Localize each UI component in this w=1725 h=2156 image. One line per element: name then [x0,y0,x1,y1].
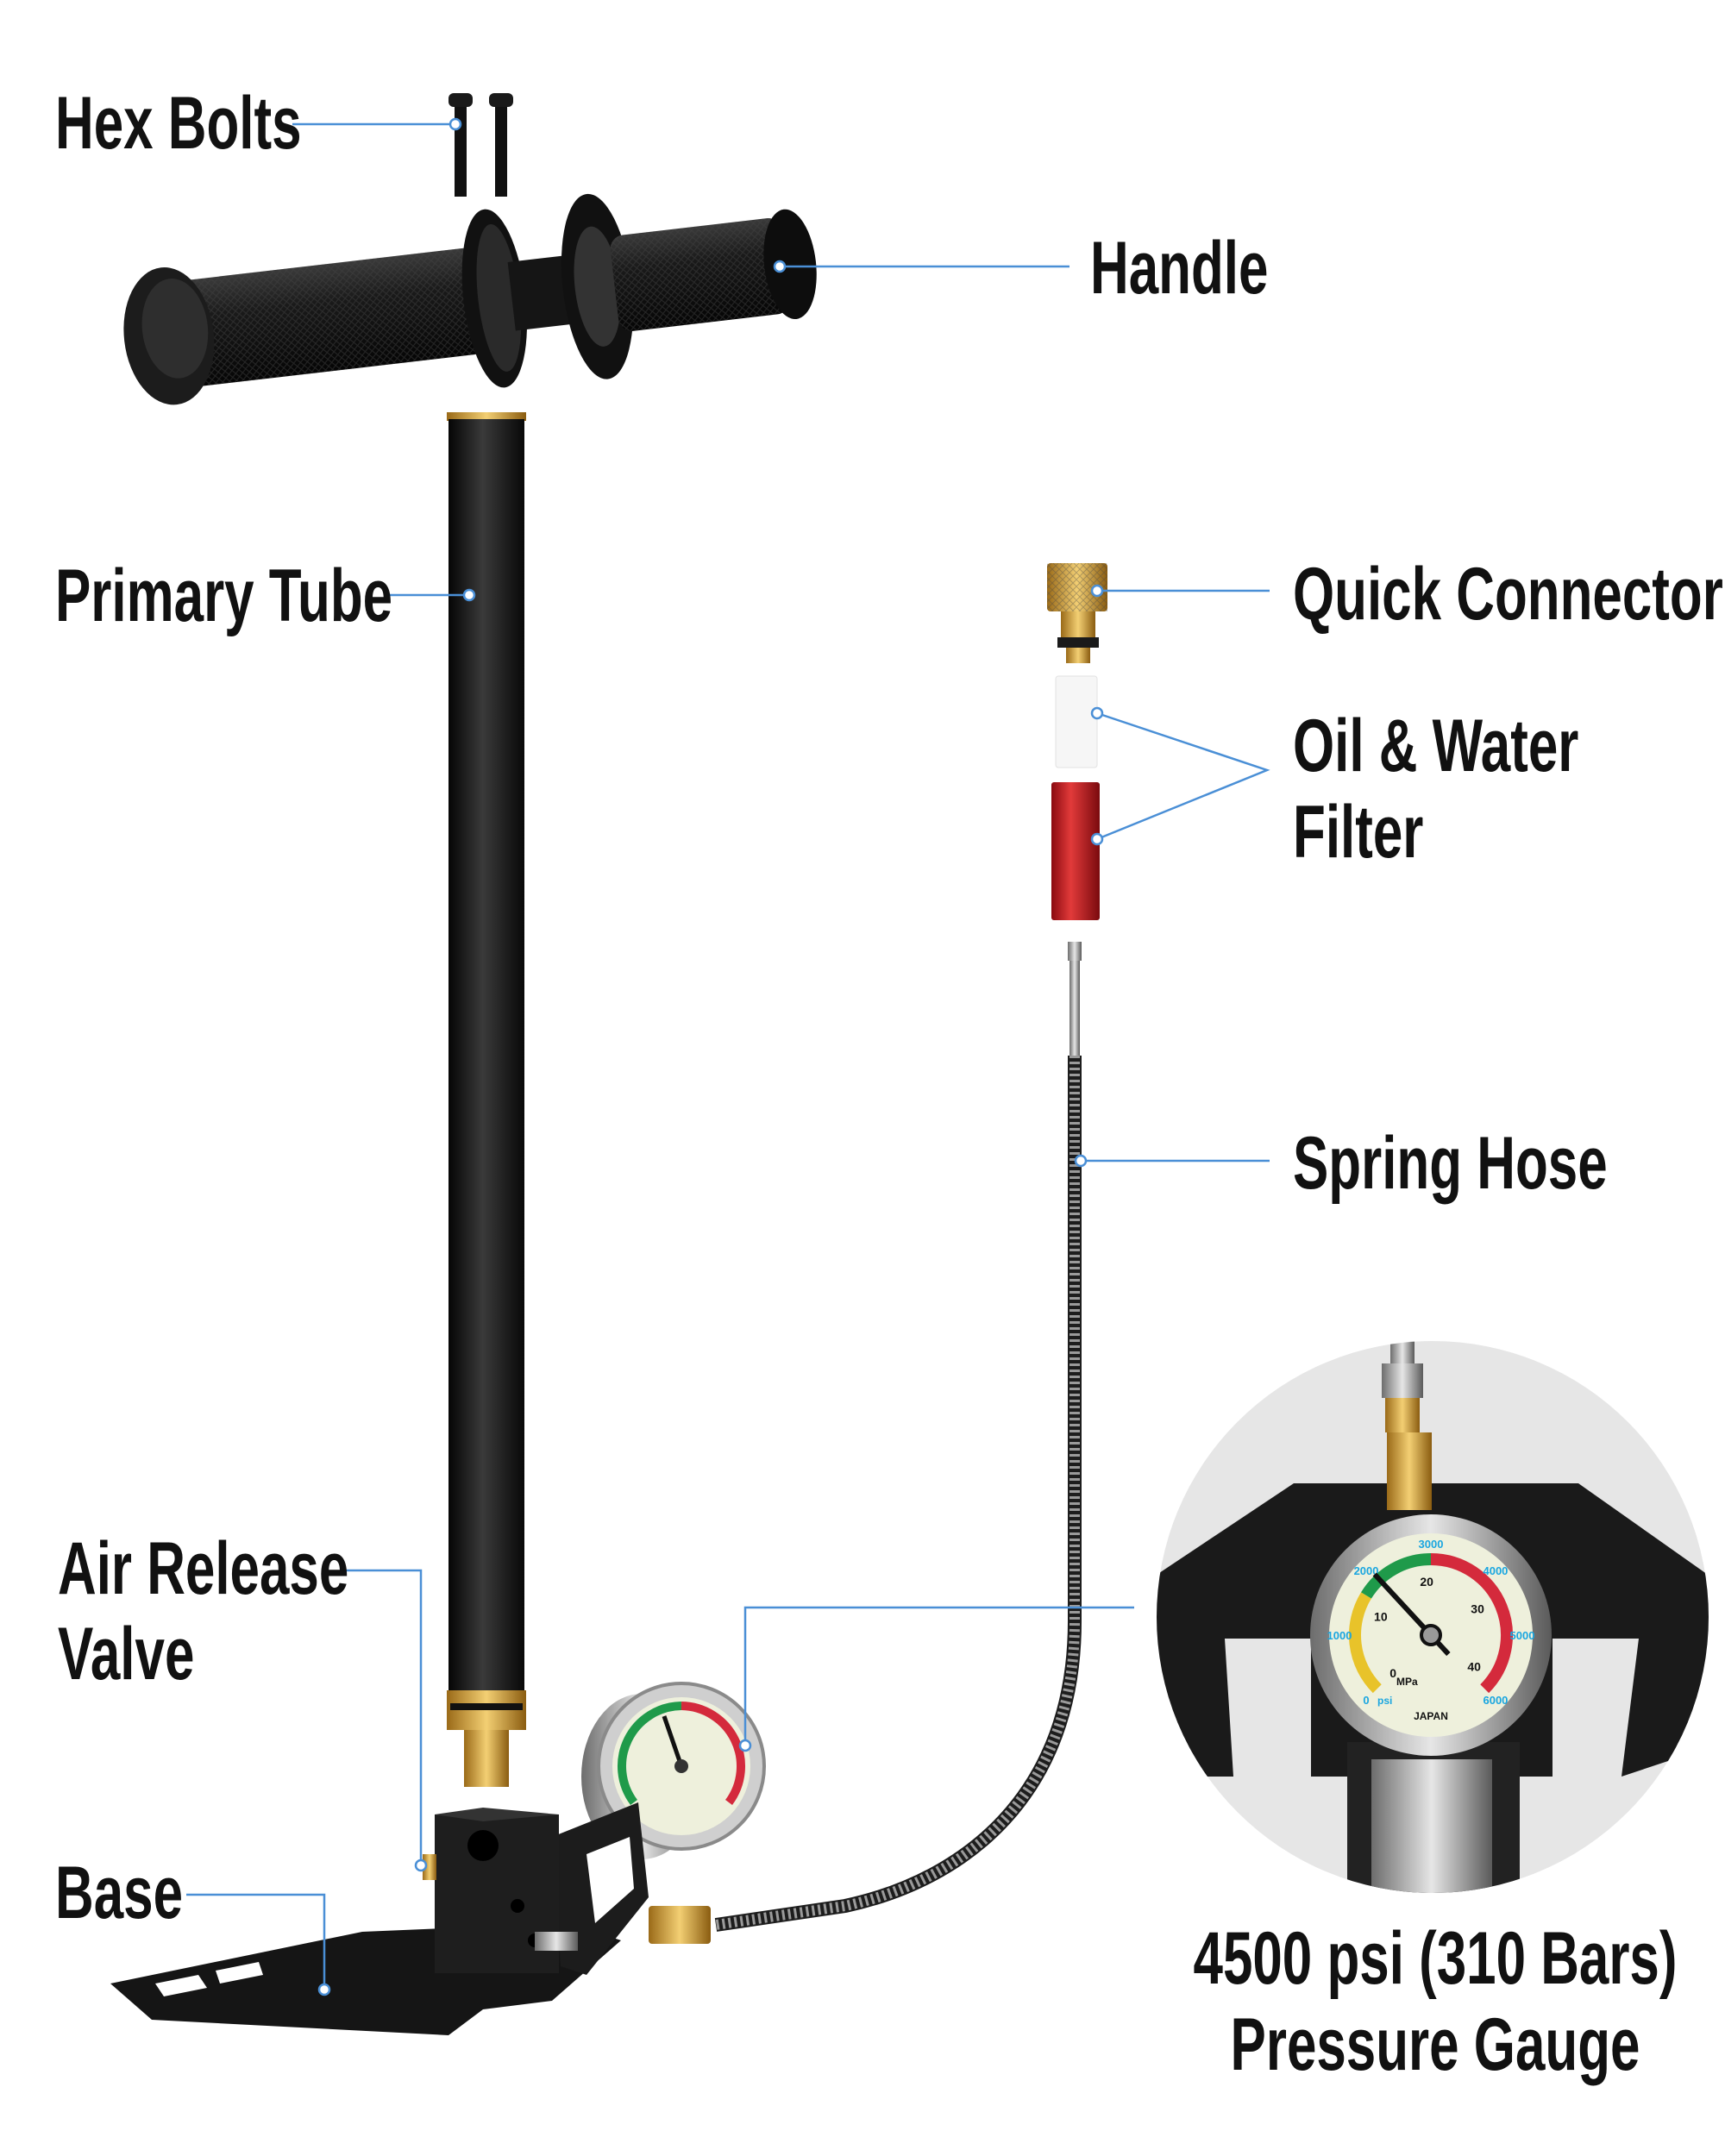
gauge-maker-text: JAPAN [1414,1710,1448,1722]
base-illustration [110,1802,649,2035]
mpa-tick-label: 20 [1420,1575,1433,1589]
pressure-gauge-dial: 0 1000 2000 3000 4000 5000 6000 0 10 20 30 40MPapsi… [1327,1538,1535,1722]
label-hex-bolts: Hex Bolts [55,81,302,164]
psi-tick-label: 0 [1363,1694,1369,1707]
label-filter-line1: Oil & Water [1293,704,1578,787]
red-zone [1430,1553,1514,1694]
unit-mpa: MPa [1396,1676,1418,1688]
psi-tick-label: 5000 [1510,1629,1535,1642]
unit-psi: psi [1377,1695,1392,1707]
hex-bolts-illustration [448,93,513,197]
red-filter-illustration [1051,782,1100,920]
spring-hose-illustration [649,942,1082,1944]
psi-tick-label: 6000 [1483,1694,1508,1707]
needle-hub [1420,1624,1442,1646]
label-gauge-line1: 4500 psi (310 Bars) [1194,1916,1678,1999]
label-handle: Handle [1090,226,1268,309]
quick-connector-illustration [1047,563,1107,663]
psi-tick-label: 1000 [1327,1629,1352,1642]
psi-tick-label: 4000 [1483,1564,1508,1577]
white-filter-illustration [1055,675,1098,768]
label-primary-tube: Primary Tube [55,554,392,636]
label-base: Base [55,1851,183,1934]
mpa-tick-label: 40 [1467,1659,1481,1673]
label-air-release-line1: Air Release [58,1526,348,1609]
label-filter-line2: Filter [1293,790,1423,873]
mpa-tick-label: 30 [1471,1602,1484,1616]
leader-lines [186,117,1270,1996]
yellow-zone-arc [1349,1592,1382,1694]
mpa-tick-label: 0 [1389,1666,1396,1680]
psi-tick-label: 3000 [1419,1538,1444,1551]
green-zone [1361,1553,1432,1599]
gauge-closeup-inset: 0 1000 2000 3000 4000 5000 6000 0 10 20 30 40MPapsi… [1157,1341,1709,1893]
label-quick-connector: Quick Connector [1293,552,1723,635]
psi-tick-label: 2000 [1354,1564,1379,1577]
label-spring-hose: Spring Hose [1293,1121,1608,1204]
label-gauge-line2: Pressure Gauge [1231,2002,1640,2085]
primary-tube-illustration [447,412,526,1787]
mpa-tick-label: 10 [1374,1610,1388,1624]
label-air-release-line2: Valve [58,1612,194,1695]
handle-illustration [123,193,817,405]
